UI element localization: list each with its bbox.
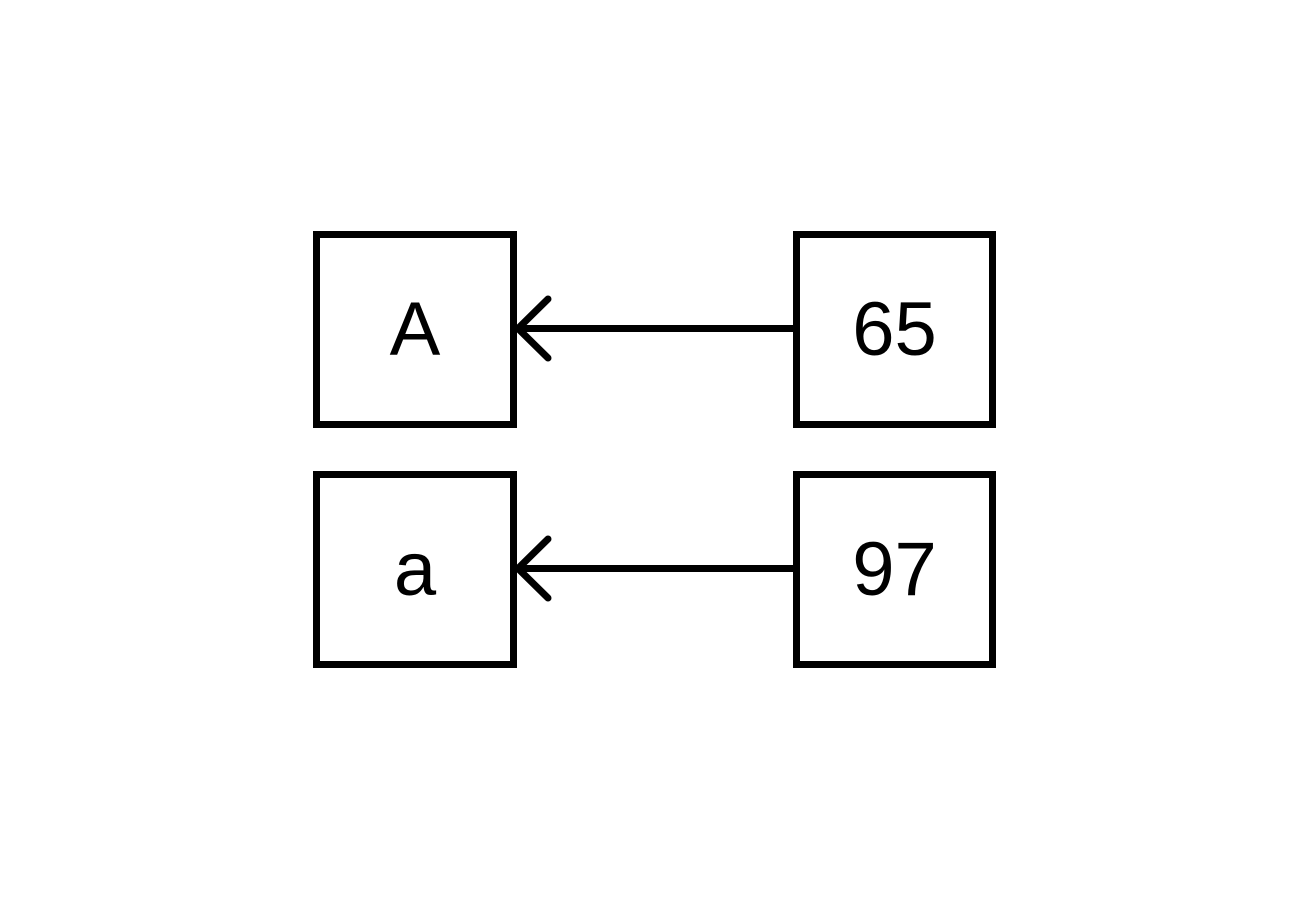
node-label-code-lowercase: 97 (852, 526, 937, 612)
arrowhead-lower (513, 535, 552, 602)
node-label-code-uppercase: 65 (852, 286, 937, 372)
node-character-lowercase[interactable]: a (313, 471, 517, 668)
edge-65-to-A (513, 295, 795, 362)
node-label-character-uppercase: A (389, 286, 441, 372)
arrowhead-upper (513, 295, 552, 362)
node-character-uppercase[interactable]: A (313, 231, 517, 428)
edge-97-to-a (513, 535, 795, 602)
node-label-character-lowercase: a (393, 526, 437, 612)
node-code-uppercase[interactable]: 65 (793, 231, 996, 428)
node-code-lowercase[interactable]: 97 (793, 471, 996, 668)
